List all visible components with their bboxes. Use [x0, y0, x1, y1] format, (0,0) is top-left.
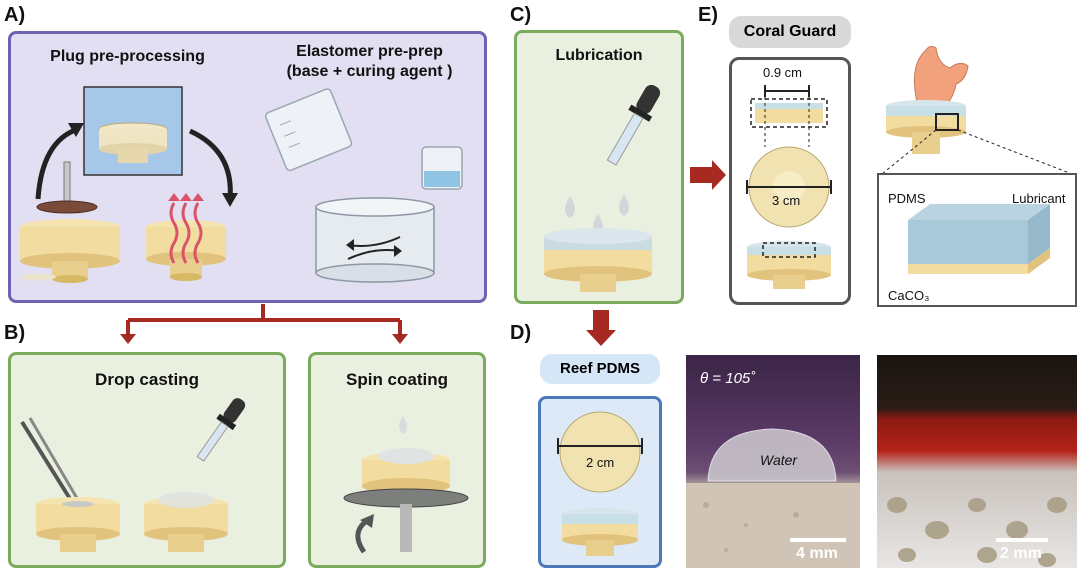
cross-section-photo — [877, 355, 1077, 568]
coral-plug-heated — [146, 220, 226, 281]
mixing-dish — [315, 197, 435, 283]
beaker-icon — [264, 88, 353, 172]
plug-preprocessing-title: Plug pre-processing — [50, 48, 205, 65]
panel-label-e: E) — [698, 4, 718, 26]
panel-label-a: A) — [4, 4, 26, 26]
plug-spin — [362, 448, 450, 494]
dimension-0-9cm: 0.9 cm — [763, 65, 803, 80]
scale-bar-2mm — [996, 538, 1048, 542]
water-droplet — [686, 428, 860, 568]
dropper-icon-c — [606, 84, 661, 166]
droplet-icon — [399, 416, 407, 434]
drop-casting-title: Drop casting — [95, 370, 199, 389]
dimension-3cm: 3 cm — [772, 193, 801, 208]
panel-label-b: B) — [4, 322, 26, 344]
coral-icon — [913, 45, 969, 107]
tweezers-icon — [20, 417, 80, 504]
rotate-arrow-icon — [355, 517, 370, 554]
panel-label-c: C) — [510, 4, 532, 26]
coral-zoom-illustration — [877, 45, 1077, 307]
debris — [20, 273, 56, 281]
elastomer-title-line1: Elastomer pre-prep — [296, 43, 443, 60]
water-label: Water — [760, 452, 798, 468]
lubricant-label: Lubricant — [1012, 191, 1066, 206]
contact-angle-photo — [686, 355, 860, 568]
curved-arrow-up-icon — [35, 126, 79, 200]
reef-pdms-illustration — [557, 411, 643, 556]
dropper-icon-b — [196, 398, 246, 462]
heat-waves-icon — [169, 202, 203, 264]
coral-guard-pill: Coral Guard — [729, 16, 851, 48]
curved-arrow-down-icon — [188, 128, 233, 200]
elastomer-preprep-title: Elastomer pre-prep (base + curing agent … — [262, 42, 477, 82]
coral-guard-illustration — [746, 85, 832, 289]
panel-label-d: D) — [510, 322, 532, 344]
cutting-disc — [36, 200, 98, 214]
arrow-c-to-e — [690, 160, 726, 190]
pdms-label: PDMS — [888, 191, 926, 206]
elastomer-title-line2: (base + curing agent ) — [286, 63, 453, 80]
spin-coating-title: Spin coating — [346, 370, 448, 389]
panel-b-illustration — [20, 398, 469, 554]
branch-arrows — [120, 304, 408, 344]
contact-angle-label: θ = 105˚ — [700, 370, 756, 387]
small-beaker-icon — [421, 146, 463, 190]
scale-4mm-label: 4 mm — [796, 545, 838, 562]
coral-plug-left — [20, 219, 120, 283]
panel-a-illustration — [20, 86, 463, 283]
drop-icon-1 — [565, 196, 575, 218]
scale-2mm-label: 2 mm — [1000, 545, 1042, 562]
reef-pdms-pill: Reef PDMS — [540, 354, 660, 384]
plug-lubrication — [544, 228, 652, 292]
drop-icon-3 — [619, 194, 629, 216]
caco3-label: CaCO₃ — [888, 288, 930, 303]
dimension-2cm: 2 cm — [586, 455, 615, 470]
lubrication-title: Lubrication — [555, 47, 643, 64]
porous-texture — [887, 497, 1067, 567]
plug-drop-1 — [36, 497, 120, 552]
scale-bar-4mm — [790, 538, 846, 542]
plug-drop-2 — [144, 492, 228, 552]
panel-c-illustration — [544, 84, 661, 292]
plug-top-view-d — [559, 411, 641, 493]
arrow-c-to-d — [586, 310, 616, 346]
